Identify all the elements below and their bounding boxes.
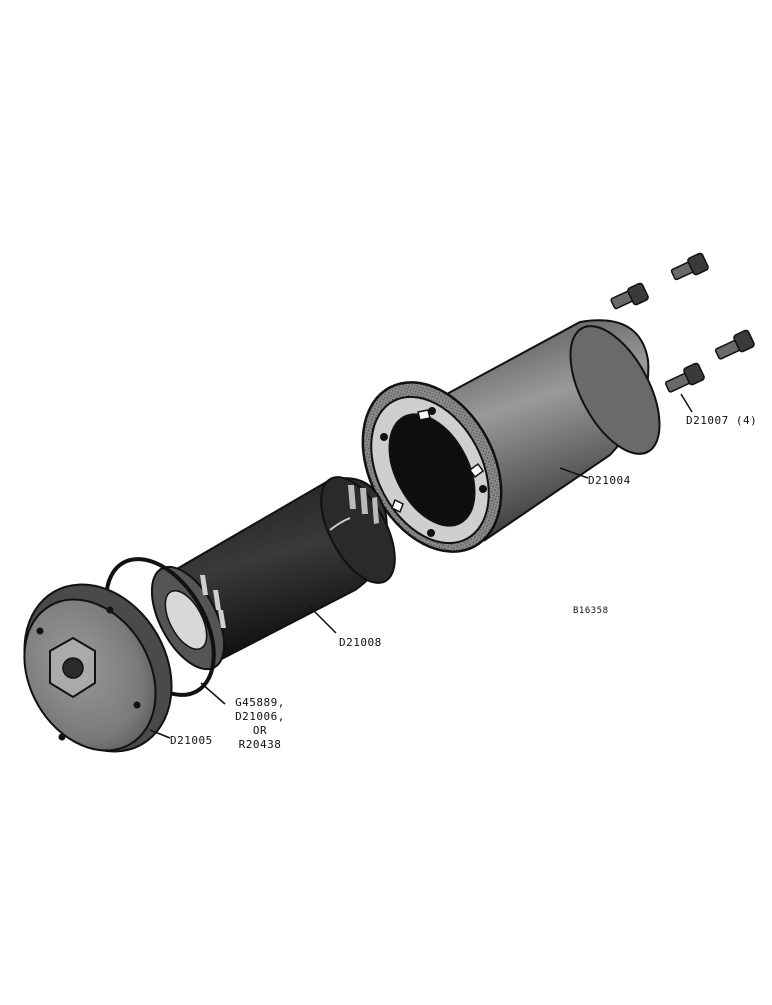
label-element: D21008 [339,636,382,649]
cover-d21005 [23,583,173,753]
cover-bolt-hole-1 [36,627,44,635]
label-ring-line-2: D21006, [235,710,285,723]
cover-bolt-hole-3 [133,701,141,709]
figure-number: B16358 [573,606,609,616]
element-cap-slot-3 [348,485,356,509]
element-front-rib-3 [218,610,226,628]
housing-d21004 [361,319,661,553]
leader-element [308,605,337,634]
bolt-3 [664,362,705,393]
flange-hole-3 [479,485,487,493]
leader-housing [559,467,589,479]
cover-bolt-hole-2 [106,606,114,614]
label-ring: G45889, D21006, OR R20438 [226,696,294,752]
filter-element-d21008 [150,476,396,671]
label-bolts: D21007 (4) [686,414,758,427]
leader-ring [200,682,226,705]
element-highlight [329,517,351,531]
housing-bore [388,413,476,527]
flange-hole-2 [427,529,435,537]
label-ring-line-4: R20438 [238,738,282,751]
flange-notch-2 [468,462,485,479]
label-housing: D21004 [588,474,631,487]
element-front-rib-1 [200,575,208,595]
element-cap-slot-1 [360,488,368,514]
flange-hole-1 [380,433,388,441]
bolt-1 [610,282,649,310]
element-cap-slot-2 [372,497,379,524]
leader-cover [149,729,171,739]
cover-nut-bore [62,657,84,679]
bolt-4 [714,329,755,360]
flange-hole-4 [428,407,436,415]
element-front-rib-2 [213,590,221,610]
label-ring-line-1: G45889, [235,696,285,709]
bolts-d21007 [610,252,755,413]
flange-notch-1 [417,409,431,421]
cover-bolt-hole-4 [58,733,66,741]
element-rear-cap [320,476,396,584]
leader-bolts [680,393,693,413]
label-cover: D21005 [170,734,213,747]
flange-notch-3 [391,498,404,514]
label-ring-line-3: OR [252,724,268,737]
element-front-bore [164,590,208,650]
bolt-2 [670,252,709,281]
housing-rear-end [569,325,661,455]
